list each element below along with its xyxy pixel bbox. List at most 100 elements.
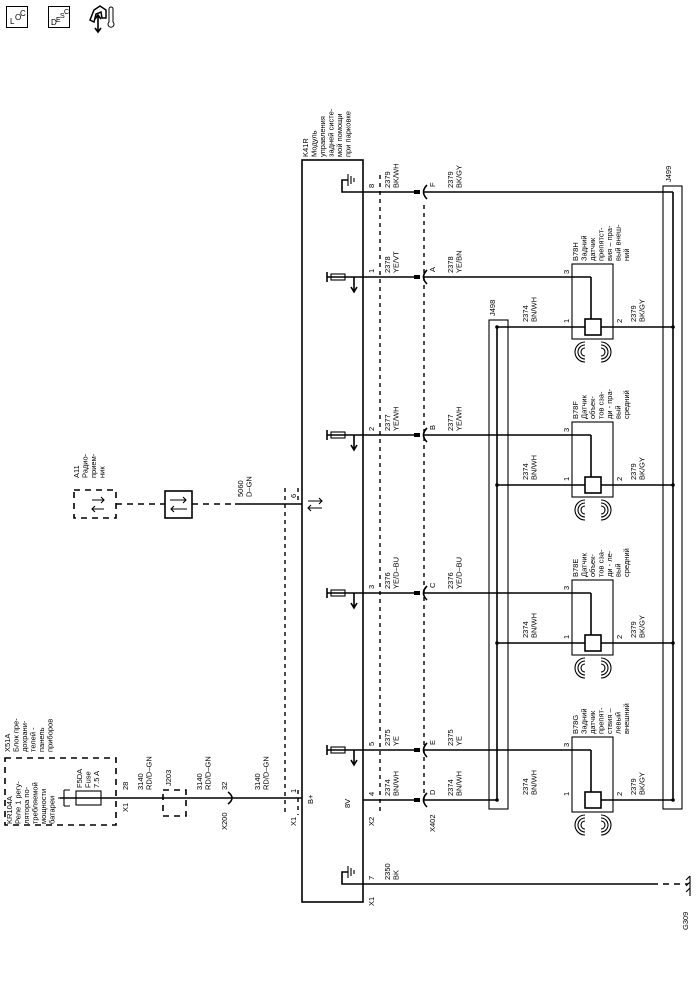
resistor-icon xyxy=(330,431,346,439)
label-x1_top-line: X1 xyxy=(121,803,130,812)
label-x51a-line: панель xyxy=(37,727,46,752)
label-w3140b-line: RD/D–GN xyxy=(204,756,213,790)
label-pin32-line: 32 xyxy=(220,782,229,790)
sensor-label-B78F-line: ди - пра- xyxy=(605,388,614,419)
cavity-E: E xyxy=(428,740,437,745)
wire-out-label-B: 2377YE/WH xyxy=(446,406,464,431)
splice-j498 xyxy=(488,319,509,810)
label-j498-line: J498 xyxy=(488,300,497,316)
label-f5da-line: F5DA xyxy=(75,769,84,788)
label-k41r-line: K41R xyxy=(301,138,310,157)
label-bplus-line: B+ xyxy=(306,794,315,804)
wire-out-label-C-line: YE/D–BU xyxy=(455,557,464,589)
pin-D: 4 xyxy=(367,792,376,796)
sensor-wire-gnd-line: BK/GY xyxy=(638,299,647,322)
desc-letter: S xyxy=(60,13,65,20)
sensor-label-B78H-line: вия – пра- xyxy=(605,225,614,261)
sensor-label-B78H-line: B78H xyxy=(571,242,580,261)
label-x200-line: X200 xyxy=(220,812,229,830)
sensor-pin-2: 2 xyxy=(615,635,624,639)
label-x200: X200 xyxy=(220,812,229,830)
sensor-label-B78F-line: тов сза- xyxy=(597,391,606,419)
sensor-wire-ref-line: BN/WH xyxy=(530,613,539,638)
sensor-label-B78G-line: Задний xyxy=(580,708,589,734)
wire-in-label-C: 2376YE/D–BU xyxy=(383,557,401,589)
sensor-wire-gnd-line: BK/GY xyxy=(638,615,647,638)
wire-in-label-F: 2379BK/WH xyxy=(383,163,401,188)
label-w5060-line: D–GN xyxy=(245,476,254,497)
sensor-label-B78H-line: препятст- xyxy=(597,227,606,261)
wire-out-label-F: 2379BK/GY xyxy=(446,165,464,188)
inline-connector-icon xyxy=(422,427,428,443)
label-x1_pin1: 1 xyxy=(289,789,298,793)
label-x402: X402 xyxy=(428,814,437,832)
sensor-label-B78G-line: B78G xyxy=(571,715,580,734)
label-a11-line: прием- xyxy=(89,453,98,478)
desc-letter: E xyxy=(56,17,61,24)
desc-letter: D xyxy=(51,18,57,27)
label-g309: G309 xyxy=(681,912,690,930)
sensor-pin-2: 2 xyxy=(615,477,624,481)
wire-out-label-C-line: 2376 xyxy=(446,572,455,589)
internal-ground-7 xyxy=(341,871,363,885)
wire-out-label-E-line: YE xyxy=(455,736,464,746)
label-x1_top_pin: 28 xyxy=(121,782,130,790)
sensor-label-B78E-line: объек- xyxy=(588,554,597,577)
sensor-label-B78H-line: ний xyxy=(622,248,631,261)
wire-in-label-D: 2374BN/WH xyxy=(383,771,401,796)
label-j203: J203 xyxy=(164,770,173,786)
cavity-A-line: A xyxy=(428,267,437,272)
label-x2: X2 xyxy=(367,817,376,826)
sensor-element-icon xyxy=(584,318,602,336)
sensor-wire-ref: 2374BN/WH xyxy=(521,613,539,638)
sensor-wire-ref: 2374BN/WH xyxy=(521,770,539,795)
cavity-B: B xyxy=(428,425,437,430)
sensor-wire-gnd-line: 2379 xyxy=(629,621,638,638)
loc-letter: L xyxy=(10,17,15,26)
sensor-element-icon xyxy=(584,476,602,494)
sensor-pin-3: 3 xyxy=(562,743,571,747)
label-pin7: 7 xyxy=(367,876,376,880)
wire-in-label-F-line: 2379 xyxy=(383,171,392,188)
wire-out-label-A: 2378YE/BN xyxy=(446,250,464,273)
wire-out-label-C: 2376YE/D–BU xyxy=(446,557,464,589)
label-a11-line: ник xyxy=(98,466,107,478)
label-v8-line: 8V xyxy=(343,799,352,808)
sensor-wire-ref: 2374BN/WH xyxy=(521,455,539,480)
pin-B: 2 xyxy=(367,427,376,431)
label-w3140c: 3140RD/D–GN xyxy=(253,756,271,790)
sensor-label-B78H-line: датчик xyxy=(588,237,597,261)
ground-icon xyxy=(347,866,355,878)
sensor-label-B78F-line: средний xyxy=(622,390,631,419)
module-k41r-box xyxy=(301,159,364,903)
sensor-pin-2-line: 2 xyxy=(615,635,624,639)
ultrasonic-wave-icon xyxy=(574,814,612,836)
sensor-pin-1: 1 xyxy=(562,635,571,639)
arrow-down-icon xyxy=(350,435,358,452)
label-w3140a-line: 3140 xyxy=(136,773,145,790)
description-view-button[interactable]: D E S C xyxy=(48,6,70,28)
label-x1_top: X1 xyxy=(121,803,130,812)
cavity-A: A xyxy=(428,267,437,272)
sensor-wire-gnd-line: 2379 xyxy=(629,463,638,480)
sensor-wire-gnd: 2379BK/GY xyxy=(629,299,647,322)
wire-in-label-B-line: 2377 xyxy=(383,414,392,431)
label-x1_pin1-line: 1 xyxy=(289,789,298,793)
wire-in-label-D-line: BN/WH xyxy=(392,771,401,796)
label-x1_top_pin-line: 28 xyxy=(121,782,130,790)
sensor-label-B78G-line: ствия – xyxy=(605,707,614,734)
label-w3140a-line: RD/D–GN xyxy=(145,756,154,790)
pin-B-line: 2 xyxy=(367,427,376,431)
connector-service-icon[interactable] xyxy=(88,4,120,34)
label-w3140c-line: 3140 xyxy=(253,773,262,790)
sensor-label-B78E-line: Датчик xyxy=(580,552,589,577)
fuse-block-x51a xyxy=(4,757,117,826)
label-x1_gnd-line: X1 xyxy=(367,897,376,906)
arrow-down-icon xyxy=(350,593,358,610)
loc-letter: O xyxy=(15,13,22,22)
sensor-B78E-box xyxy=(571,579,614,656)
wire-in-label-A: 2378YE/VT xyxy=(383,251,401,273)
location-view-button[interactable]: L O C xyxy=(6,6,28,28)
label-w2350: 2350BK xyxy=(383,863,401,880)
